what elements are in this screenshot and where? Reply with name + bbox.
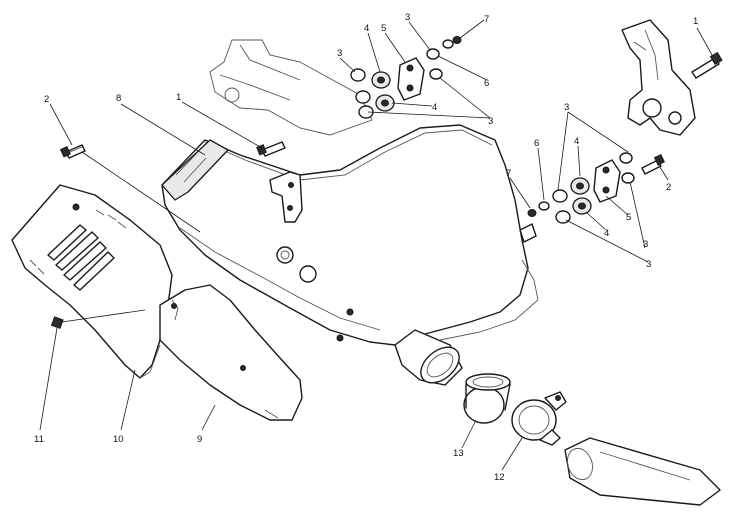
callout-2-left: 2 xyxy=(44,94,49,105)
frame-bracket-left xyxy=(209,39,373,136)
callout-6-upper: 6 xyxy=(484,78,489,89)
callout-10: 10 xyxy=(113,434,124,445)
callout-5-upper: 5 xyxy=(381,23,386,34)
callout-3-upper-right: 3 xyxy=(488,116,493,127)
clamp-12 xyxy=(511,391,567,446)
callout-4-upper-lower: 4 xyxy=(432,102,437,113)
bolt-right-side xyxy=(641,154,665,175)
callout-9: 9 xyxy=(197,434,202,445)
callout-4-right-bottom: 4 xyxy=(604,228,609,239)
callout-5-right: 5 xyxy=(626,212,631,223)
bolt-center xyxy=(256,141,286,157)
bolt-left xyxy=(59,144,86,159)
exhaust-pipe-fragment xyxy=(564,437,721,506)
callout-6-right: 6 xyxy=(534,138,539,149)
muffler-body xyxy=(161,124,539,386)
callout-3-right-bottom: 3 xyxy=(646,259,651,270)
frame-bracket-right xyxy=(621,19,696,136)
callout-2-right: 2 xyxy=(666,182,671,193)
callout-1-center: 1 xyxy=(176,92,181,103)
hardware-stack-upper xyxy=(350,36,462,119)
callout-13: 13 xyxy=(453,448,464,459)
callout-7-right: 7 xyxy=(506,168,511,179)
nut-11 xyxy=(50,316,64,330)
bolt-top-right xyxy=(691,51,723,79)
sleeve-13 xyxy=(463,373,511,424)
callout-4-right-top: 4 xyxy=(574,136,579,147)
callout-7-upper: 7 xyxy=(484,14,489,25)
callout-8: 8 xyxy=(116,93,121,104)
callout-3-right-mid: 3 xyxy=(643,239,648,250)
callout-3-right-top: 3 xyxy=(564,102,569,113)
callout-labels: 1 1 2 2 3 3 3 3 3 3 4 4 4 4 5 5 6 6 7 7 … xyxy=(34,12,698,483)
callout-1-top-right: 1 xyxy=(693,16,698,27)
callout-3-upper-left: 3 xyxy=(337,48,342,59)
callout-12: 12 xyxy=(494,472,505,483)
callout-11: 11 xyxy=(34,434,44,445)
heat-shield-outer xyxy=(11,184,173,379)
leader-lines xyxy=(39,19,713,471)
callout-3-upper-top: 3 xyxy=(405,12,410,23)
heat-shield-inner xyxy=(159,284,303,421)
callout-4-upper: 4 xyxy=(364,23,369,34)
hardware-stack-right xyxy=(527,152,635,224)
